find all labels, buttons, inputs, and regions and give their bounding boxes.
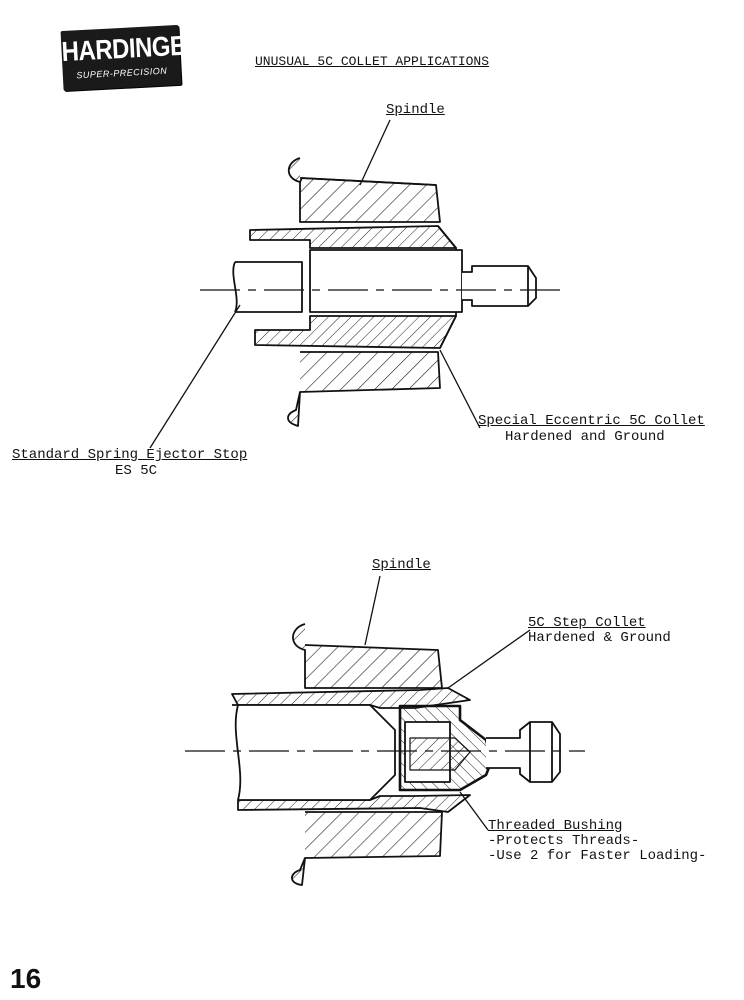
stop-plunger (462, 265, 537, 307)
page-title: UNUSUAL 5C COLLET APPLICATIONS (255, 54, 490, 69)
leader-collet-2 (447, 629, 531, 689)
diagram2-collet-sub: Hardened & Ground (528, 630, 671, 646)
collet-bore (232, 704, 396, 801)
collet-upper-wall (249, 225, 457, 249)
diagram2-collet-label: 5C Step Collet (528, 615, 646, 631)
diagram2-bushing-sub2: -Use 2 for Faster Loading- (488, 848, 707, 864)
diagram1-stop-label: Standard Spring Ejector Stop (12, 447, 248, 463)
diagram1-collet-label: Special Eccentric 5C Collet (478, 413, 705, 429)
spindle-upper-section-2 (292, 623, 443, 689)
leader-bushing-2 (459, 791, 489, 831)
diagram1-stop-sub: ES 5C (115, 463, 158, 479)
collet-lower-wall (254, 315, 457, 349)
leader-collet-1 (439, 349, 481, 429)
diagram2-spindle-label: Spindle (372, 557, 431, 573)
page-number: 16 (10, 963, 42, 994)
step-collet-lower (237, 794, 471, 813)
diagram1-collet-sub: Hardened and Ground (505, 429, 665, 445)
stop-body (309, 249, 463, 313)
diagram2-bushing-sub1: -Protects Threads- (488, 833, 640, 849)
leader-spindle-2 (364, 575, 381, 646)
ejector-stop-rod (235, 261, 303, 313)
spindle-lower-section (287, 351, 441, 427)
diagram-1 (149, 119, 560, 449)
leader-spindle-1 (359, 119, 391, 186)
diagram2-bushing-label: Threaded Bushing (488, 818, 623, 834)
stud (486, 721, 561, 783)
diagram1-spindle-label: Spindle (386, 102, 445, 118)
spindle-lower-section-2 (291, 811, 443, 886)
leader-stop-1 (149, 304, 241, 449)
spindle-upper-section (287, 157, 441, 223)
diagram-2 (185, 575, 585, 886)
